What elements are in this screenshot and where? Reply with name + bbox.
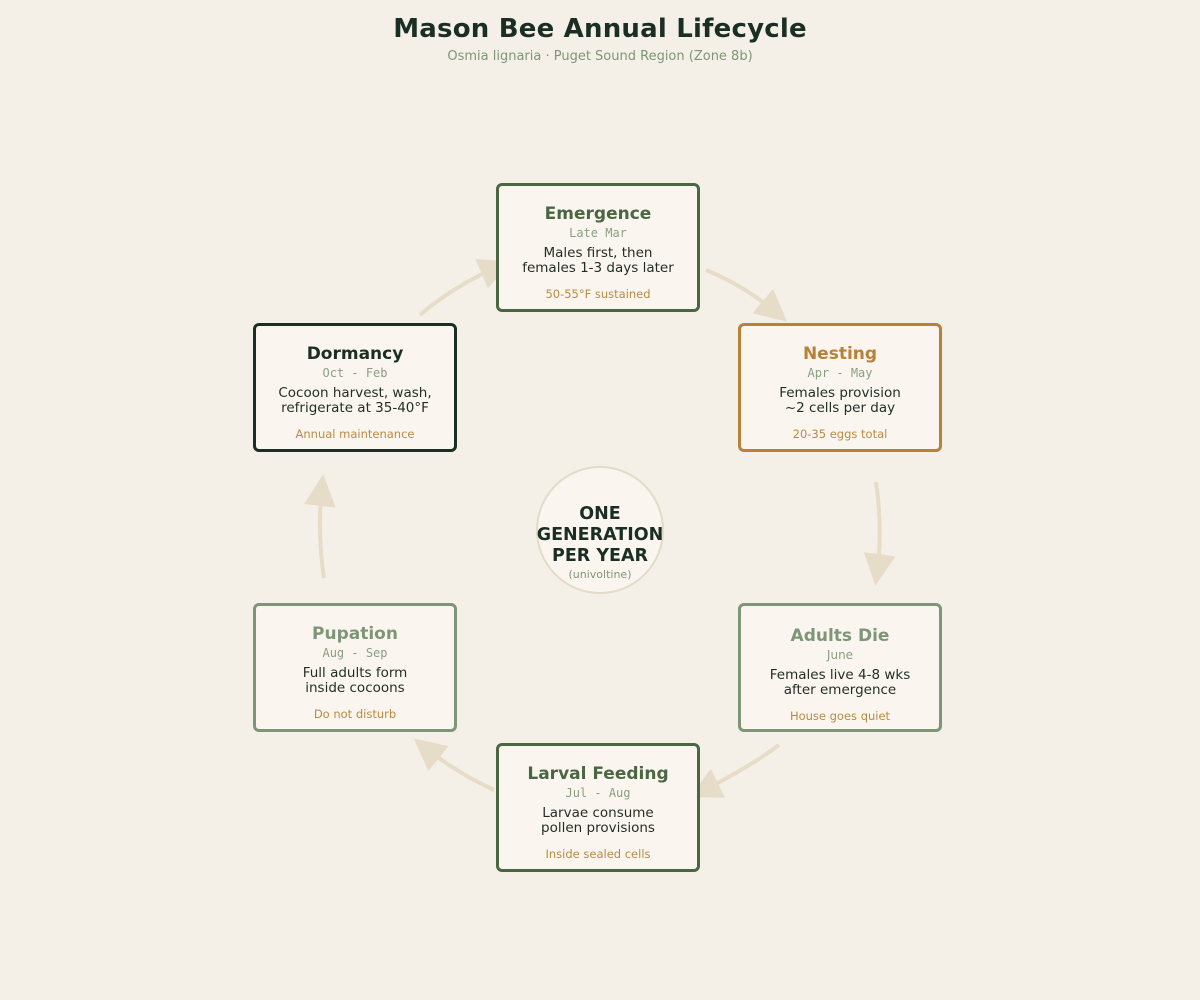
center-headline-line: ONE bbox=[579, 504, 621, 524]
center-headline: ONE GENERATION PER YEAR bbox=[528, 504, 672, 567]
stage-note: 50-55°F sustained bbox=[545, 287, 651, 301]
stage-period: Oct - Feb bbox=[322, 366, 388, 380]
stage-card-larval-feeding: Larval Feeding Jul - Aug Larvae consume … bbox=[496, 743, 700, 872]
stage-description-line: after emergence bbox=[783, 682, 897, 698]
stage-period: Aug - Sep bbox=[322, 646, 388, 660]
arrow-emergence-to-nesting bbox=[705, 268, 788, 322]
stage-description-line: Males first, then bbox=[543, 245, 653, 261]
stage-name: Nesting bbox=[802, 344, 878, 364]
stage-card-nesting: Nesting Apr - May Females provision ~2 c… bbox=[738, 323, 942, 452]
stage-period: Late Mar bbox=[569, 226, 627, 240]
stage-note: Do not disturb bbox=[313, 707, 397, 721]
stage-period: Apr - May bbox=[807, 366, 873, 380]
stage-name: Larval Feeding bbox=[527, 764, 669, 784]
arrow-nesting-to-adults-die bbox=[863, 481, 896, 586]
stage-description: Cocoon harvest, wash, refrigerate at 35-… bbox=[256, 386, 454, 416]
stage-note: 20-35 eggs total bbox=[792, 427, 888, 441]
stage-name: Adults Die bbox=[790, 626, 890, 646]
stage-description-line: Full adults form bbox=[302, 665, 408, 681]
stage-description-line: Larvae consume bbox=[542, 805, 654, 821]
arrow-larval-to-pupation bbox=[413, 738, 495, 792]
stage-description: Full adults form inside cocoons bbox=[256, 666, 454, 696]
page-subtitle: Osmia lignaria · Puget Sound Region (Zon… bbox=[447, 49, 753, 64]
stage-description-line: refrigerate at 35-40°F bbox=[281, 400, 429, 416]
stage-card-dormancy: Dormancy Oct - Feb Cocoon harvest, wash,… bbox=[253, 323, 457, 452]
arrow-adults-die-to-larval bbox=[689, 743, 781, 798]
stage-note: Inside sealed cells bbox=[545, 847, 651, 861]
center-subtext: (univoltine) bbox=[568, 568, 632, 581]
stage-name: Pupation bbox=[312, 624, 398, 644]
stage-description: Females provision ~2 cells per day bbox=[741, 386, 939, 416]
stage-period: June bbox=[826, 648, 854, 662]
stage-description-line: Females provision bbox=[779, 385, 901, 401]
stage-description-line: Cocoon harvest, wash, bbox=[278, 385, 432, 401]
stage-description-line: females 1-3 days later bbox=[522, 260, 674, 276]
stage-description-line: inside cocoons bbox=[305, 680, 405, 696]
stage-description-line: Females live 4-8 wks bbox=[769, 667, 911, 683]
page-title: Mason Bee Annual Lifecycle bbox=[393, 14, 807, 44]
stage-description-line: ~2 cells per day bbox=[784, 400, 896, 416]
stage-description: Larvae consume pollen provisions bbox=[499, 806, 697, 836]
stage-description: Males first, then females 1-3 days later bbox=[499, 246, 697, 276]
stage-name: Dormancy bbox=[306, 344, 404, 364]
stage-card-adults-die: Adults Die June Females live 4-8 wks aft… bbox=[738, 603, 942, 732]
stage-note: House goes quiet bbox=[789, 709, 891, 723]
center-headline-line: GENERATION bbox=[536, 525, 664, 545]
stage-name: Emergence bbox=[544, 204, 652, 224]
stage-card-emergence: Emergence Late Mar Males first, then fem… bbox=[496, 183, 700, 312]
center-headline-line: PER YEAR bbox=[552, 546, 648, 566]
stage-period: Jul - Aug bbox=[565, 786, 631, 800]
stage-description-line: pollen provisions bbox=[541, 820, 655, 836]
arrow-pupation-to-dormancy bbox=[303, 474, 336, 579]
stage-note: Annual maintenance bbox=[295, 427, 415, 441]
stage-description: Females live 4-8 wks after emergence bbox=[741, 668, 939, 698]
stage-card-pupation: Pupation Aug - Sep Full adults form insi… bbox=[253, 603, 457, 732]
center-summary-circle: ONE GENERATION PER YEAR (univoltine) bbox=[536, 466, 664, 594]
arrow-dormancy-to-emergence bbox=[418, 259, 512, 317]
